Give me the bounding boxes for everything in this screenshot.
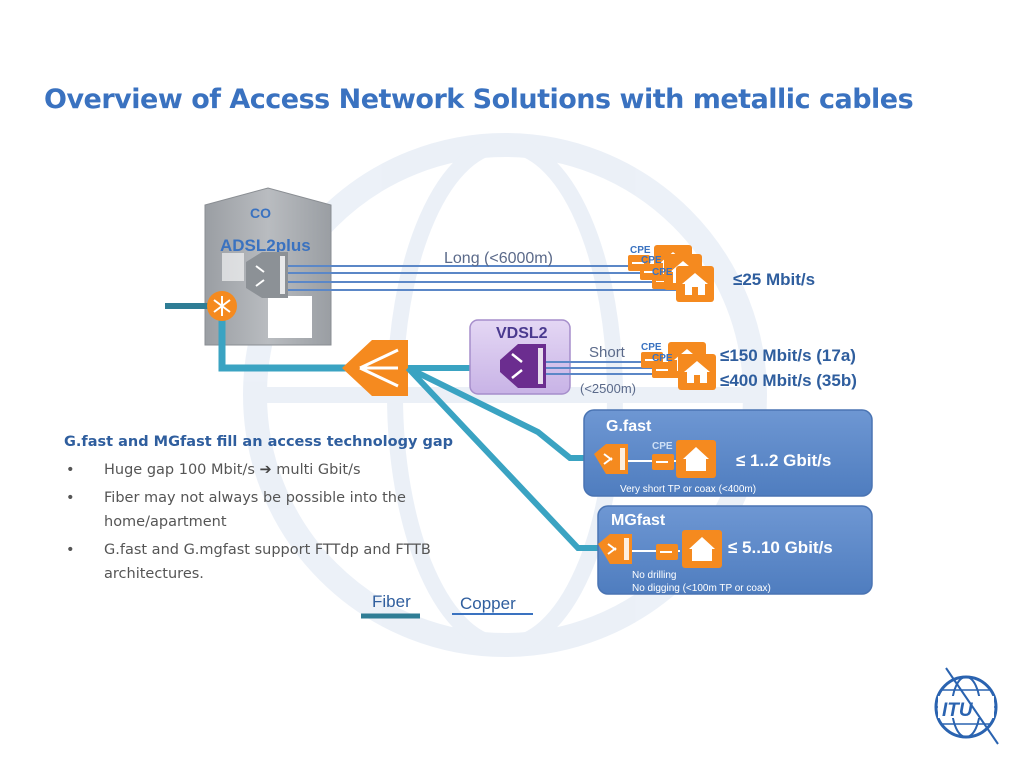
short-distance-value: (<2500m) bbox=[580, 381, 636, 396]
itu-logo-text: ITU bbox=[942, 700, 974, 721]
bullet-item-architectures: G.fast and G.mgfast support FTTdp and FT… bbox=[64, 538, 464, 586]
bullet-item-gap-pre: Huge gap 100 Mbit/s bbox=[104, 462, 255, 478]
gfast-box bbox=[583, 409, 873, 497]
bullet-list-section: G.fast and MGfast fill an access technol… bbox=[64, 430, 464, 590]
vdsl-copper-lines bbox=[546, 361, 664, 375]
mgfast-title: MGfast bbox=[611, 512, 666, 529]
adsl-copper-lines bbox=[288, 265, 676, 291]
adsl-label: ADSL2plus bbox=[220, 236, 311, 255]
slide-title: Overview of Access Network Solutions wit… bbox=[44, 84, 914, 115]
bullet-item-fiber: Fiber may not always be possible into th… bbox=[64, 486, 464, 534]
mgfast-note-digging: No digging (<100m TP or coax) bbox=[632, 583, 771, 594]
fiber-co-to-splitter bbox=[218, 312, 355, 372]
cpe-label: CPE bbox=[641, 342, 662, 353]
short-distance-label: Short bbox=[589, 344, 626, 361]
dslam-icon bbox=[246, 252, 288, 298]
vdsl2-label: VDSL2 bbox=[496, 325, 548, 342]
bullets-heading: G.fast and MGfast fill an access technol… bbox=[64, 434, 454, 450]
cpe-label: CPE bbox=[652, 441, 673, 452]
cpe-label: CPE bbox=[652, 353, 673, 364]
vdsl2-node-icon bbox=[500, 344, 546, 388]
bullet-list: Huge gap 100 Mbit/s ➔ multi Gbit/s Fiber… bbox=[64, 458, 464, 586]
gfast-speed: ≤ 1..2 Gbit/s bbox=[736, 451, 831, 470]
vdsl-speed-35b: ≤400 Mbit/s (35b) bbox=[720, 371, 857, 390]
mgfast-house-icon bbox=[682, 530, 722, 568]
mgfast-note-drilling: No drilling bbox=[632, 570, 676, 581]
long-distance-label: Long (<6000m) bbox=[444, 250, 553, 267]
cpe-label: CPE bbox=[652, 267, 673, 278]
itu-logo-icon bbox=[934, 667, 999, 745]
vdsl-speed-17a: ≤150 Mbit/s (17a) bbox=[720, 346, 856, 365]
arrow-right-icon: ➔ bbox=[259, 462, 272, 478]
legend-fiber-label: Fiber bbox=[372, 592, 411, 611]
splitter-icon bbox=[342, 340, 408, 396]
bullet-item-gap: Huge gap 100 Mbit/s ➔ multi Gbit/s bbox=[64, 458, 464, 482]
mgfast-speed: ≤ 5..10 Gbit/s bbox=[728, 538, 833, 557]
gfast-note: Very short TP or coax (<400m) bbox=[620, 484, 756, 495]
mgfast-cpe-icon bbox=[656, 544, 678, 560]
cpe-label: CPE bbox=[630, 245, 651, 256]
adsl-speed: ≤25 Mbit/s bbox=[733, 270, 815, 289]
bullet-item-gap-post: multi Gbit/s bbox=[276, 462, 361, 478]
gfast-house-icon bbox=[676, 440, 716, 478]
gfast-title: G.fast bbox=[606, 418, 652, 435]
mgfast-box bbox=[597, 505, 873, 595]
cpe-label: CPE bbox=[641, 255, 662, 266]
legend-copper-label: Copper bbox=[460, 594, 516, 613]
co-label: CO bbox=[250, 205, 271, 221]
gfast-cpe-icon bbox=[652, 454, 674, 470]
